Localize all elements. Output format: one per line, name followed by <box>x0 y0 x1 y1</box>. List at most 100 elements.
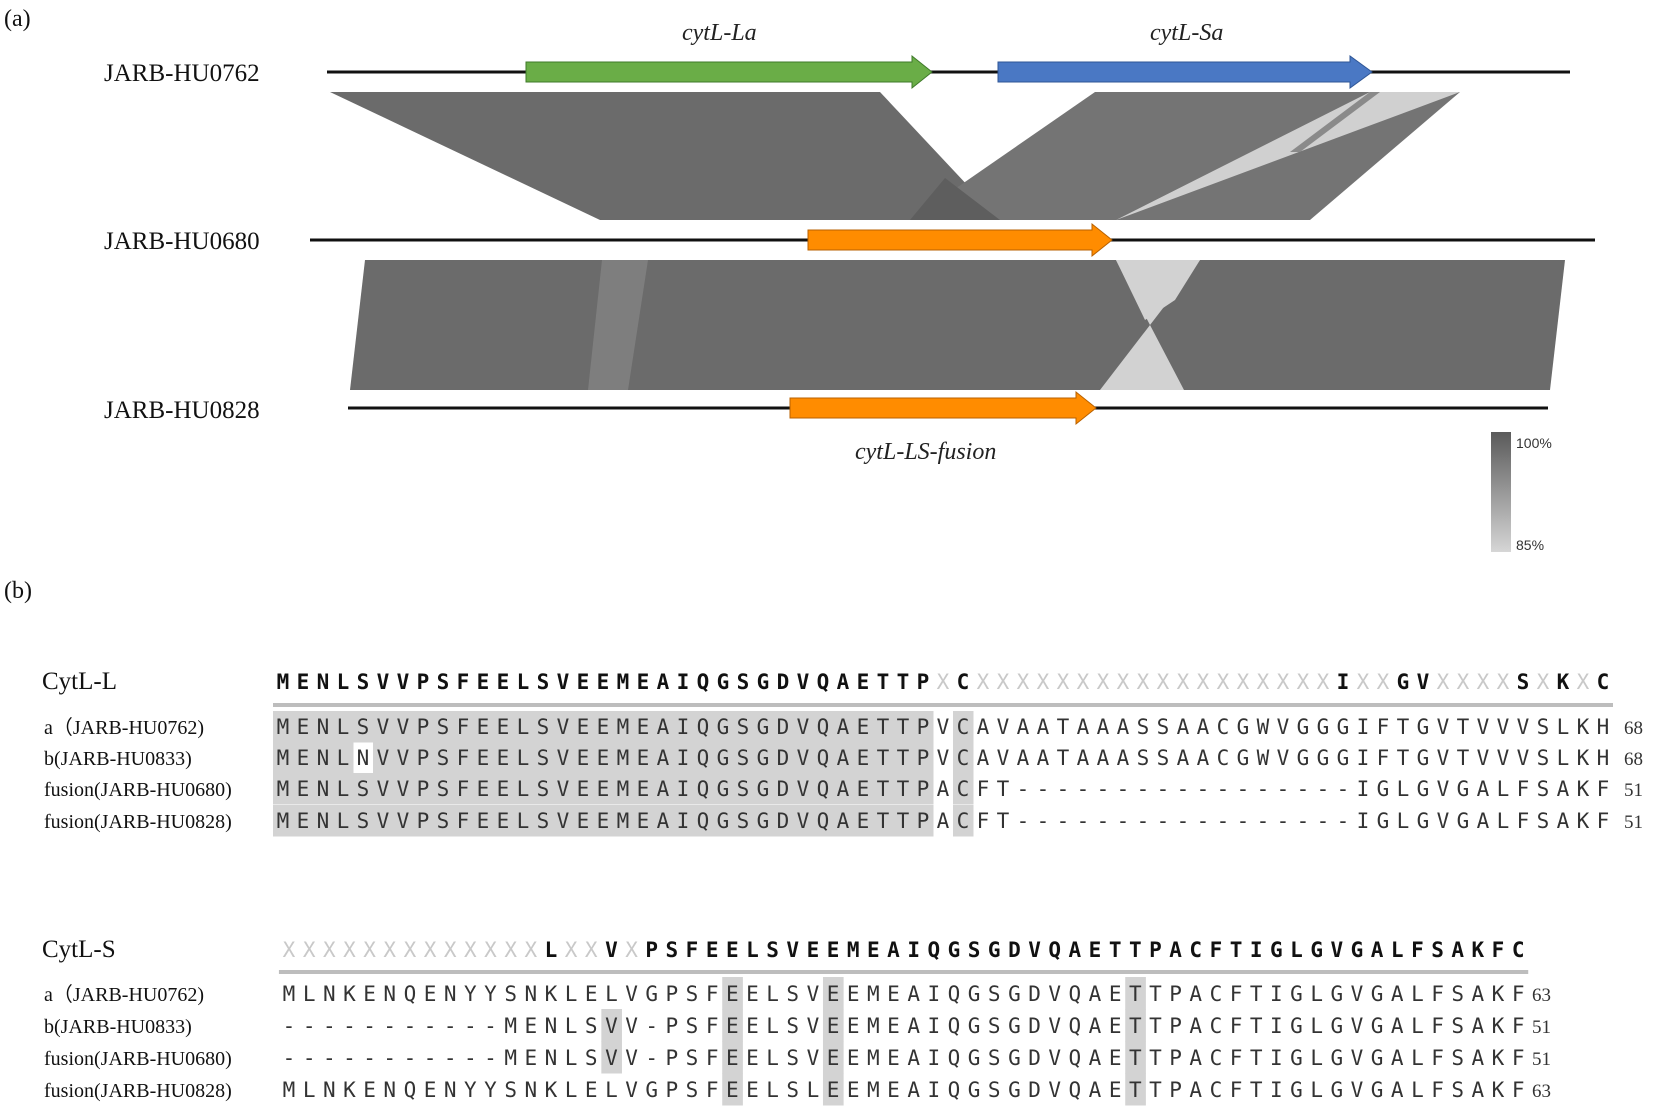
conserved-cell <box>873 742 894 774</box>
sequence-residue: T <box>1129 982 1142 1006</box>
consensus-residue: E <box>726 938 739 962</box>
sequence-residue: L <box>337 809 350 833</box>
consensus-residue: M <box>277 670 290 694</box>
sequence-residue: A <box>907 1046 920 1070</box>
consensus-residue: S <box>737 670 750 694</box>
conserved-cell <box>473 773 494 805</box>
sequence-residue: S <box>585 1046 598 1070</box>
consensus-residue: M <box>847 938 860 962</box>
sequence-residue: L <box>1497 777 1510 801</box>
consensus-residue: X <box>1357 670 1370 694</box>
consensus-residue: X <box>1177 670 1190 694</box>
conserved-cell <box>713 773 734 805</box>
sequence-residue: - <box>1337 809 1350 833</box>
sequence-residue: A <box>1089 1078 1102 1102</box>
alignment-row-name: fusion(JARB-HU0680) <box>44 1048 232 1070</box>
sequence-residue: K <box>343 1078 356 1102</box>
sequence-residue: M <box>283 1078 296 1102</box>
alignment-row-name: fusion(JARB-HU0680) <box>44 779 232 801</box>
conserved-cell <box>273 773 294 805</box>
sequence-residue: E <box>297 777 310 801</box>
sequence-residue: V <box>1517 715 1530 739</box>
conserved-cell <box>613 742 634 774</box>
sequence-residue: P <box>1169 1046 1182 1070</box>
sequence-residue: V <box>605 1046 618 1070</box>
conserved-cell <box>853 773 874 805</box>
sequence-residue: Q <box>404 982 417 1006</box>
track-label-2: JARB-HU0680 <box>104 228 260 255</box>
sequence-residue: E <box>637 746 650 770</box>
sequence-residue: G <box>1330 1046 1343 1070</box>
conserved-cell <box>473 742 494 774</box>
sequence-residue: - <box>1337 777 1350 801</box>
conserved-cell <box>822 1041 844 1074</box>
sequence-residue: - <box>1037 777 1050 801</box>
sequence-residue: T <box>1057 746 1070 770</box>
alignment-row-count: 51 <box>1624 780 1643 801</box>
sequence-residue: C <box>957 746 970 770</box>
sequence-residue: G <box>1371 1014 1384 1038</box>
sequence-residue: A <box>837 777 850 801</box>
consensus-residue: E <box>637 670 650 694</box>
sequence-residue: E <box>585 982 598 1006</box>
sequence-residue: - <box>645 1014 658 1038</box>
consensus-residue: V <box>786 938 799 962</box>
consensus-residue: S <box>537 670 550 694</box>
sequence-residue: G <box>1417 715 1430 739</box>
sequence-residue: G <box>757 809 770 833</box>
sequence-residue: E <box>887 982 900 1006</box>
sequence-residue: A <box>907 1014 920 1038</box>
alignment-row-count: 63 <box>1532 985 1551 1006</box>
conserved-cell <box>773 773 794 805</box>
sequence-residue: S <box>786 1046 799 1070</box>
sequence-residue: K <box>1577 809 1590 833</box>
sequence-residue: L <box>1411 1014 1424 1038</box>
sequence-residue: A <box>1477 777 1490 801</box>
sequence-residue: - <box>1197 809 1210 833</box>
sequence-residue: G <box>717 715 730 739</box>
sequence-residue: F <box>977 777 990 801</box>
sequence-residue: - <box>303 1014 316 1038</box>
consensus-residue: G <box>948 938 961 962</box>
sequence-residue: Q <box>1069 1014 1082 1038</box>
sequence-residue: V <box>397 746 410 770</box>
sequence-residue: N <box>383 982 396 1006</box>
consensus-residue: E <box>577 670 590 694</box>
conserved-cell <box>753 742 774 774</box>
sequence-residue: P <box>1169 1014 1182 1038</box>
sequence-residue: S <box>1157 715 1170 739</box>
sequence-residue: V <box>377 777 390 801</box>
conserved-cell <box>893 773 914 805</box>
sequence-residue: S <box>585 1014 598 1038</box>
alignment-row-count: 51 <box>1532 1049 1551 1070</box>
sequence-residue: P <box>417 715 430 739</box>
conserved-cell <box>493 805 514 837</box>
sequence-residue: I <box>1357 715 1370 739</box>
sequence-residue: G <box>1290 982 1303 1006</box>
sequence-residue: - <box>1237 777 1250 801</box>
sequence-residue: - <box>1057 777 1070 801</box>
conserved-cell <box>553 773 574 805</box>
alignment-row-name: fusion(JARB-HU0828) <box>44 1080 232 1102</box>
sequence-residue: - <box>1157 809 1170 833</box>
sequence-residue: E <box>637 809 650 833</box>
sequence-residue: Q <box>697 809 710 833</box>
sequence-residue: I <box>1270 1046 1283 1070</box>
sequence-residue: E <box>827 982 840 1006</box>
sequence-residue: F <box>706 982 719 1006</box>
sequence-residue: S <box>537 715 550 739</box>
sequence-residue: F <box>1431 1078 1444 1102</box>
sequence-residue: K <box>1492 1046 1505 1070</box>
sequence-residue: N <box>317 746 330 770</box>
consensus-residue: F <box>1210 938 1223 962</box>
conserved-cell <box>433 742 454 774</box>
sequence-residue: Q <box>1069 1046 1082 1070</box>
conserved-cell <box>822 977 844 1010</box>
consensus-residue: P <box>645 938 658 962</box>
alignment-row-count: 63 <box>1532 1081 1551 1102</box>
sequence-residue: I <box>1270 1078 1283 1102</box>
sequence-residue: T <box>1129 1014 1142 1038</box>
conserved-cell <box>913 773 934 805</box>
sequence-residue: S <box>686 982 699 1006</box>
gene-label-cytL-Sa: cytL-Sa <box>1150 20 1223 46</box>
